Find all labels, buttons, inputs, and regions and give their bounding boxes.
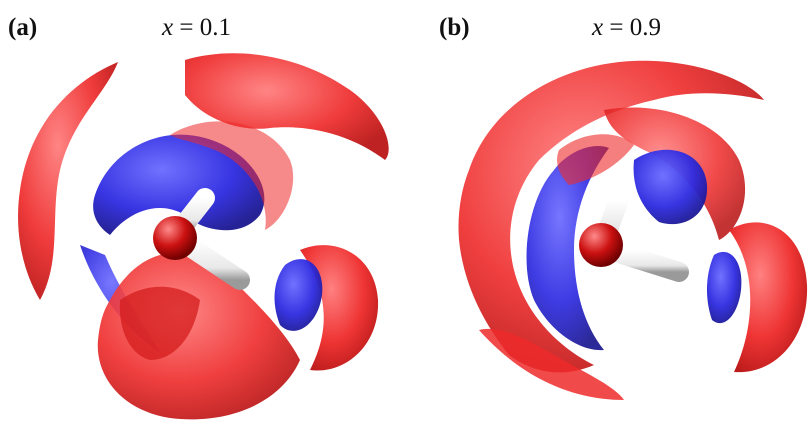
- positive-patch: [557, 134, 634, 185]
- variable-value: 0.1: [199, 14, 231, 41]
- positive-ring-bottom: [479, 328, 624, 400]
- positive-ring-outer: [458, 60, 764, 373]
- panel-label: (b): [439, 14, 470, 41]
- negative-lobe-right: [706, 251, 742, 324]
- variable-value: 0.9: [629, 14, 661, 41]
- positive-lobe-top: [185, 53, 389, 160]
- positive-lobe-left: [18, 62, 118, 300]
- oxygen-atom: [579, 223, 623, 267]
- panel-b: (b) x = 0.9: [409, 0, 809, 432]
- variable-name: x: [162, 14, 174, 41]
- negative-crescent: [526, 146, 609, 351]
- negative-lobe-right: [274, 259, 323, 331]
- oxygen-atom: [153, 216, 197, 260]
- negative-lobe-upper: [93, 134, 265, 235]
- negative-lobe-upper: [633, 149, 708, 225]
- equals-sign: =: [173, 14, 200, 41]
- positive-shell-inner: [604, 107, 746, 240]
- positive-lobe-bottom-inner: [119, 286, 200, 360]
- panel-title: x = 0.9: [592, 14, 661, 42]
- panel-a: (a) x = 0.1: [0, 0, 400, 432]
- isosurface-render-a: [18, 53, 389, 420]
- equals-sign: =: [603, 14, 630, 41]
- variable-name: x: [592, 14, 604, 41]
- positive-lobe-right: [729, 222, 808, 373]
- panel-label: (a): [8, 14, 38, 41]
- positive-shell-upper: [170, 121, 294, 230]
- panel-title: x = 0.1: [162, 14, 231, 42]
- isosurface-render-b: [458, 60, 808, 400]
